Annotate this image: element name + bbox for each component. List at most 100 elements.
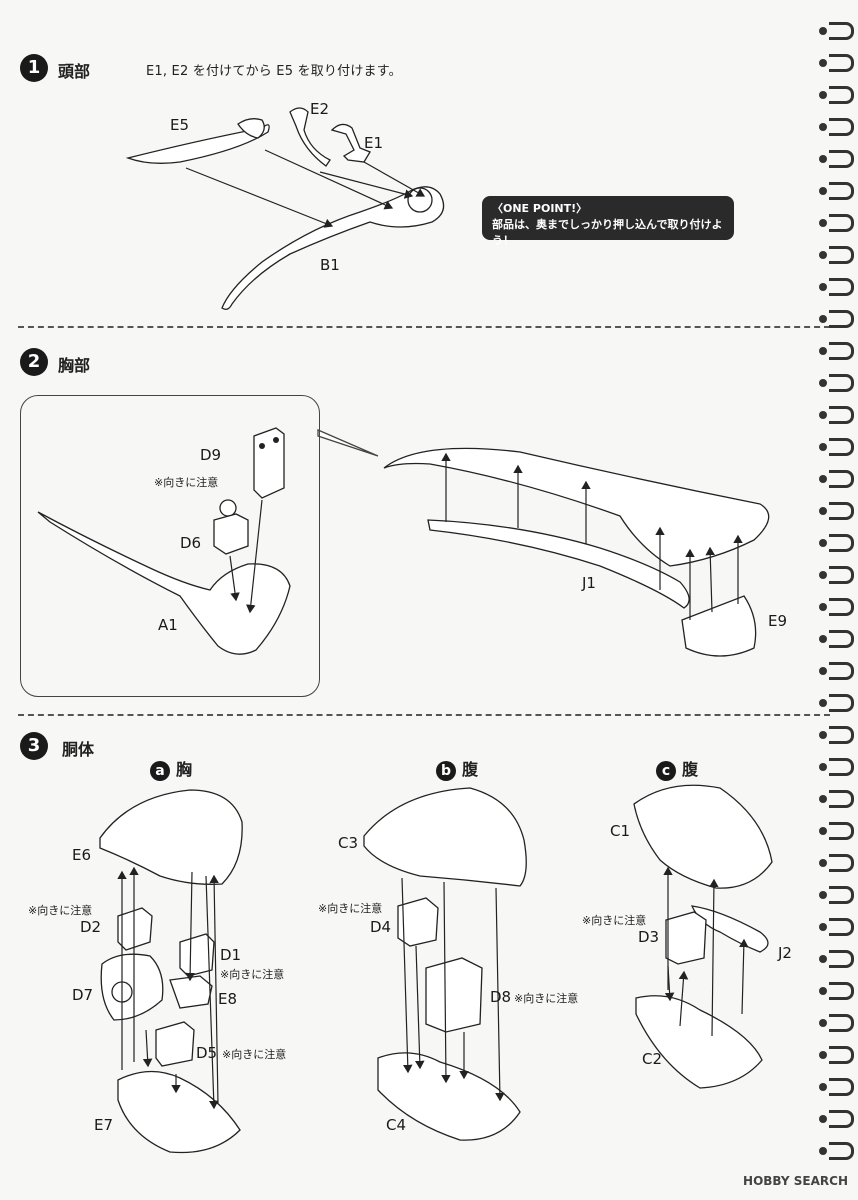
part-e1 — [330, 123, 371, 163]
part-d5 — [155, 1021, 195, 1067]
label-d6: D6 — [180, 534, 202, 552]
section-divider-1 — [18, 326, 830, 328]
step-1-number: 1 — [20, 54, 48, 82]
part-e7 — [117, 1070, 241, 1154]
substep-b-letter: b — [436, 760, 456, 781]
binding-ring — [819, 918, 854, 936]
step-3-number: 3 — [20, 732, 48, 760]
binding-ring — [819, 150, 854, 168]
part-e2 — [289, 107, 331, 167]
step-1-title: 頭部 — [58, 62, 91, 81]
part-d9 — [253, 427, 285, 499]
binding-ring — [819, 982, 854, 1000]
label-d3: D3 — [638, 928, 660, 946]
label-d1: D1 — [220, 946, 242, 964]
watermark: HOBBY SEARCH — [743, 1174, 848, 1188]
binding-ring — [819, 1014, 854, 1032]
binding-ring — [819, 758, 854, 776]
orientation-note-d1: ※向きに注意 — [220, 968, 285, 981]
label-e6: E6 — [72, 846, 92, 864]
binding-ring — [819, 246, 854, 264]
label-d5: D5 — [196, 1044, 218, 1062]
binding-ring — [819, 854, 854, 872]
binding-ring — [819, 118, 854, 136]
substep-a-letter: a — [150, 760, 170, 781]
part-d1 — [179, 933, 215, 977]
label-e7: E7 — [94, 1116, 114, 1134]
one-point-body: 部品は、奥までしっかり押し込んで取り付けよう！ — [492, 218, 723, 247]
part-e6 — [99, 789, 243, 885]
step-1-instruction: E1, E2 を付けてから E5 を取り付けます。 — [146, 64, 402, 79]
part-d7 — [100, 953, 164, 1021]
part-j1-top — [383, 447, 770, 567]
label-e2: E2 — [310, 100, 330, 118]
part-c4 — [377, 1052, 521, 1141]
binding-ring — [819, 598, 854, 616]
binding-ring — [819, 342, 854, 360]
binding-ring — [819, 694, 854, 712]
binding-ring — [819, 54, 854, 72]
step-3-title: 胴体 — [62, 740, 95, 759]
binding-ring — [819, 278, 854, 296]
one-point-callout: 〈ONE POINT!〉 部品は、奥までしっかり押し込んで取り付けよう！ — [482, 196, 734, 247]
binding-ring — [819, 182, 854, 200]
substep-b-title: 腹 — [462, 760, 479, 779]
part-e8 — [169, 975, 213, 1009]
part-j2 — [690, 905, 769, 953]
binding-ring — [819, 1078, 854, 1096]
part-e9 — [681, 595, 757, 657]
label-b1: B1 — [320, 256, 340, 274]
label-j1: J1 — [582, 574, 596, 592]
binding-ring — [819, 630, 854, 648]
label-d8: D8 — [490, 988, 512, 1006]
binding-ring — [819, 1046, 854, 1064]
binding-ring — [819, 86, 854, 104]
label-c3: C3 — [338, 834, 359, 852]
one-point-heading: 〈ONE POINT!〉 — [492, 202, 588, 215]
binding-ring — [819, 886, 854, 904]
label-e9: E9 — [768, 612, 788, 630]
binding-ring — [819, 950, 854, 968]
binding-ring — [819, 566, 854, 584]
part-b1 — [221, 186, 445, 310]
binding-ring — [819, 214, 854, 232]
binding-ring — [819, 1142, 854, 1160]
label-e1: E1 — [364, 134, 384, 152]
step-2-number: 2 — [20, 348, 48, 376]
binding-ring — [819, 534, 854, 552]
binding-ring — [819, 726, 854, 744]
part-e5 — [125, 118, 270, 164]
substep-c-title: 腹 — [682, 760, 699, 779]
part-c3 — [363, 787, 527, 887]
binding-ring — [819, 438, 854, 456]
part-c1 — [633, 784, 773, 889]
label-d4: D4 — [370, 918, 392, 936]
part-d6 — [213, 499, 249, 555]
step-2-title: 胸部 — [58, 356, 91, 375]
label-d9: D9 — [200, 446, 222, 464]
label-d7: D7 — [72, 986, 94, 1004]
binding-ring — [819, 470, 854, 488]
orientation-note-d8: ※向きに注意 — [514, 992, 579, 1005]
label-e8: E8 — [218, 990, 238, 1008]
detail-inset — [20, 395, 320, 697]
orientation-note-d5: ※向きに注意 — [222, 1048, 287, 1061]
part-d8 — [425, 957, 483, 1033]
label-c1: C1 — [610, 822, 631, 840]
part-d4 — [397, 897, 439, 947]
orientation-note-d3: ※向きに注意 — [582, 914, 647, 927]
orientation-note-d2: ※向きに注意 — [28, 904, 93, 917]
label-c4: C4 — [386, 1116, 407, 1134]
substep-c-letter: c — [656, 760, 676, 781]
label-e5: E5 — [170, 116, 190, 134]
part-d2 — [117, 907, 153, 951]
binding-ring — [819, 1110, 854, 1128]
binding-ring — [819, 790, 854, 808]
orientation-note-d4: ※向きに注意 — [318, 902, 383, 915]
part-c2 — [635, 995, 763, 1089]
